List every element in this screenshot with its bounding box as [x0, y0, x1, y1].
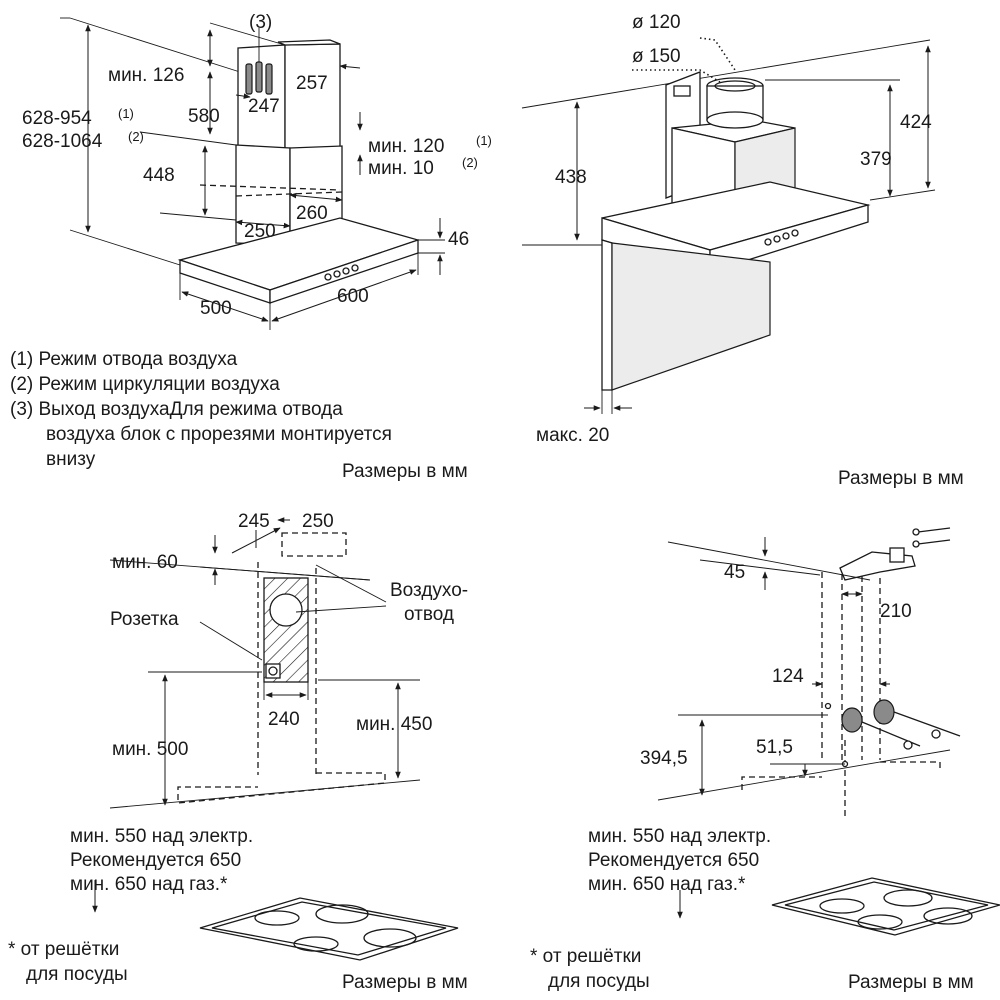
clearance-note-electric-right: мин. 550 над электр. [588, 826, 771, 847]
outlet-label-line2: отвод [404, 604, 454, 625]
dim-394-5: 394,5 [640, 748, 688, 769]
legend-item-outlet-line1: (3) Выход воздухаДля режима отвода [10, 399, 343, 420]
dim-124: 124 [772, 666, 804, 687]
screw-icon [912, 527, 951, 548]
footnote-line2-right: для посуды [548, 971, 650, 992]
dim-range-exhaust-note: (1) [118, 106, 134, 121]
dim-45: 45 [724, 562, 745, 583]
legend-item-exhaust: (1) Режим отвода воздуха [10, 349, 238, 370]
dim-379: 379 [860, 149, 892, 170]
units-bottom-left: Размеры в мм [342, 972, 468, 993]
wall-plug-icon [824, 699, 961, 768]
dim-240: 240 [268, 709, 300, 730]
dim-51-5: 51,5 [756, 737, 793, 758]
legend-item-recirculation: (2) Режим циркуляции воздуха [10, 374, 280, 395]
control-buttons [764, 229, 799, 246]
dim-245: 245 [238, 511, 270, 532]
dim-min-60: мин. 60 [112, 552, 178, 573]
dim-min-120-note: (1) [476, 133, 492, 148]
clearance-note-gas: мин. 650 над газ.* [70, 874, 228, 895]
units-top-right: Размеры в мм [838, 468, 964, 489]
dim-min-10: мин. 10 [368, 158, 434, 179]
dim-46: 46 [448, 229, 469, 250]
dim-500: 500 [200, 298, 232, 319]
outlet-label-line1: Воздухо- [390, 580, 468, 601]
dim-580: 580 [188, 106, 220, 127]
dim-250-top: 250 [244, 221, 276, 242]
top-left-hood-drawing [60, 17, 445, 330]
dim-min-500: мин. 500 [112, 739, 188, 760]
dim-247: 247 [248, 96, 280, 117]
dim-min-450: мин. 450 [356, 714, 432, 735]
legend-item-outlet-line2: воздуха блок с прорезями монтируется [46, 424, 392, 445]
units-top-left: Размеры в мм [342, 461, 468, 482]
clearance-note-gas-right: мин. 650 над газ.* [588, 874, 746, 895]
bottom-right-mounting-layout [657, 527, 1000, 936]
socket-icon [265, 663, 281, 679]
clearance-note-recommended: Рекомендуется 650 [70, 850, 241, 871]
dim-210: 210 [880, 601, 912, 622]
clearance-note-electric: мин. 550 над электр. [70, 826, 253, 847]
dim-257: 257 [296, 73, 328, 94]
dim-min-126: мин. 126 [108, 65, 184, 86]
footnote-line1: * от решётки [8, 939, 119, 960]
dim-424: 424 [900, 112, 932, 133]
slot-block-marker: (3) [249, 12, 272, 33]
dim-range-exhaust: 628-954 [22, 108, 92, 129]
dim-diameter-120: ø 120 [632, 12, 681, 33]
clearance-note-recommended-right: Рекомендуется 650 [588, 850, 759, 871]
dim-range-recirc-note: (2) [128, 129, 144, 144]
dim-448: 448 [143, 165, 175, 186]
dim-min-120: мин. 120 [368, 136, 444, 157]
legend-item-outlet-line3: внизу [46, 449, 96, 470]
bottom-left-wall-layout [92, 517, 459, 961]
dim-range-recirc: 628-1064 [22, 131, 103, 152]
dim-max-20: макс. 20 [536, 425, 609, 446]
dim-260: 260 [296, 203, 328, 224]
dim-600: 600 [337, 286, 369, 307]
dim-250-bottom: 250 [302, 511, 334, 532]
units-bottom-right: Размеры в мм [848, 972, 974, 993]
footnote-line2: для посуды [26, 964, 128, 985]
top-right-hood-drawing [521, 37, 936, 414]
footnote-line1-right: * от решётки [530, 946, 641, 967]
socket-label: Розетка [110, 609, 179, 630]
dim-min-10-note: (2) [462, 155, 478, 170]
dim-diameter-150: ø 150 [632, 46, 681, 67]
dim-438: 438 [555, 167, 587, 188]
